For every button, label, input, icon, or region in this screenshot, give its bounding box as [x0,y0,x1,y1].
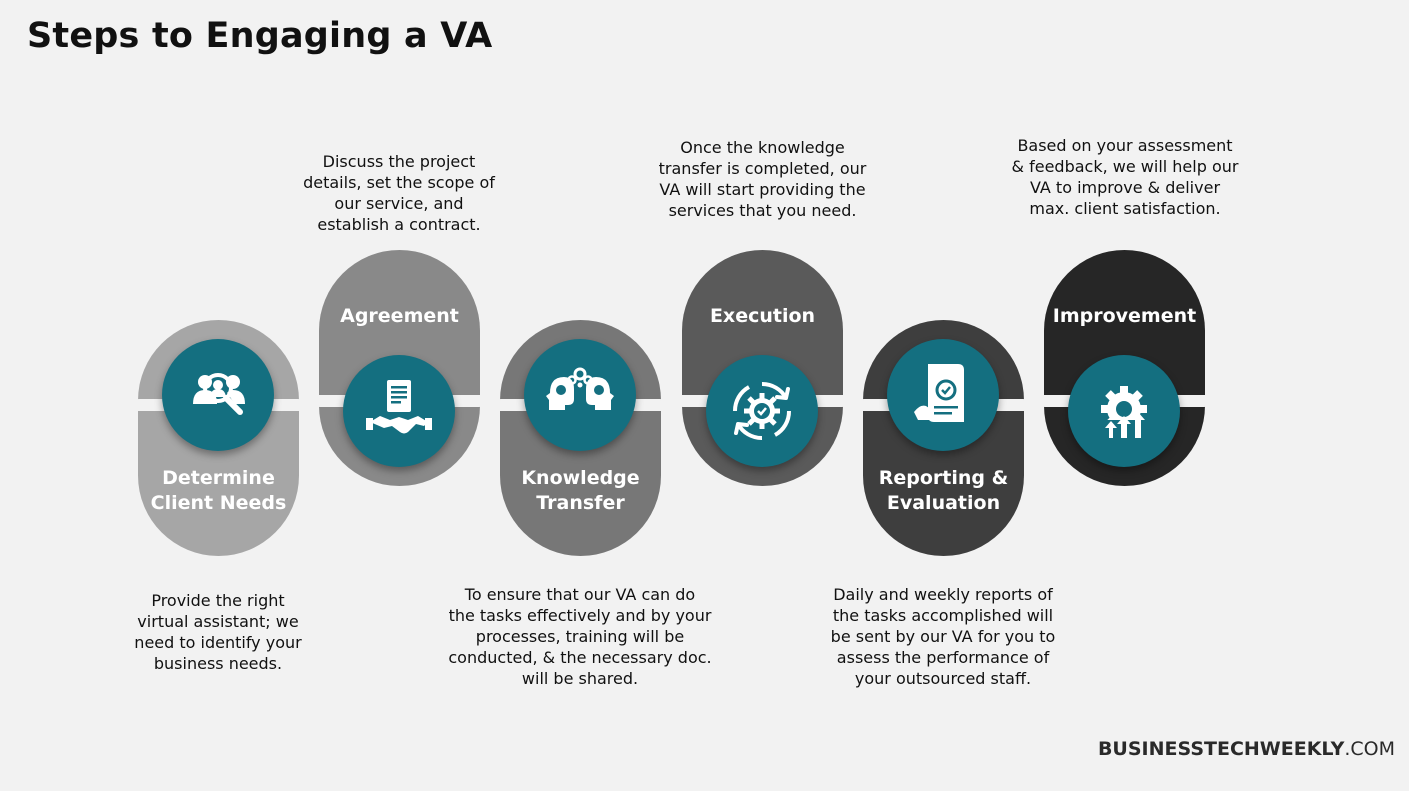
knowledge-transfer-icon [546,367,614,410]
step-description-reporting-evaluation: Daily and weekly reports of the tasks ac… [798,584,1088,689]
step-description-execution: Once the knowledge transfer is completed… [620,137,905,221]
brand-logo: BUSINESSTECHWEEKLY.COM [1098,738,1395,760]
step-label: Reporting & Evaluation [863,466,1024,516]
description-line: processes, training will be [475,627,685,646]
step-label-line-1: Reporting & [878,467,1009,489]
description-line: conducted, & the necessary doc. [448,648,712,667]
step-label: Agreement [319,304,480,329]
step-description-agreement: Discuss the project details, set the sco… [264,151,534,235]
step-label-line-2: Transfer [536,492,625,514]
step-icon-circle [887,339,999,451]
description-line: will be shared. [521,669,639,688]
description-line: the tasks accomplished will [832,606,1054,625]
brand-name: BUSINESSTECHWEEKLY [1097,738,1345,760]
step-label-line-1: Determine [162,467,275,489]
step-label-line-1: Improvement [1052,305,1197,327]
description-line: Provide the right [151,591,285,610]
description-line: need to identify your [134,633,302,652]
description-line: To ensure that our VA can do [464,585,696,604]
step-label-line-1: Knowledge [521,467,640,489]
description-line: business needs. [153,654,283,673]
step-description-knowledge-transfer: To ensure that our VA can do the tasks e… [430,584,730,689]
step-label-line-2: Evaluation [886,492,1001,514]
step-label: Improvement [1044,304,1205,329]
step-label: Execution [682,304,843,329]
description-line: your outsourced staff. [854,669,1032,688]
description-line: VA will start providing the [659,180,866,199]
step-description-determine-client-needs: Provide the right virtual assistant; we … [83,590,353,674]
description-line: virtual assistant; we [137,612,299,631]
step-icon-circle [706,355,818,467]
gear-cycle-icon [732,381,792,441]
description-line: details, set the scope of [303,173,495,192]
step-icon-circle [524,339,636,451]
description-line: transfer is completed, our [658,159,867,178]
step-icon-circle [343,355,455,467]
description-line: services that you need. [668,201,857,220]
brand-domain: .COM [1344,738,1395,760]
description-line: Once the knowledge [680,138,845,157]
step-label-line-1: Agreement [340,305,459,327]
description-line: establish a contract. [317,215,481,234]
step-label: Determine Client Needs [138,466,299,516]
page-title: Steps to Engaging a VA [27,16,493,56]
step-icon-circle [1068,355,1180,467]
step-label-line-1: Execution [709,305,816,327]
description-line: & feedback, we will help our [1011,157,1239,176]
description-line: be sent by our VA for you to [830,627,1056,646]
description-line: VA to improve & deliver [1029,178,1221,197]
description-line: our service, and [334,194,464,213]
gear-growth-icon [1101,386,1147,442]
description-line: Discuss the project [322,152,476,171]
step-icon-circle [162,339,274,451]
description-line: Daily and weekly reports of [833,585,1053,604]
description-line: Based on your assessment [1017,136,1233,155]
step-description-improvement: Based on your assessment & feedback, we … [980,135,1270,219]
description-line: assess the performance of [836,648,1050,667]
people-search-icon [193,373,245,415]
step-label: Knowledge Transfer [500,466,661,516]
report-review-icon [914,364,964,422]
description-line: the tasks effectively and by your [448,606,712,625]
step-label-line-2: Client Needs [150,492,287,514]
contract-handshake-icon [366,380,432,434]
description-line: max. client satisfaction. [1029,199,1221,218]
